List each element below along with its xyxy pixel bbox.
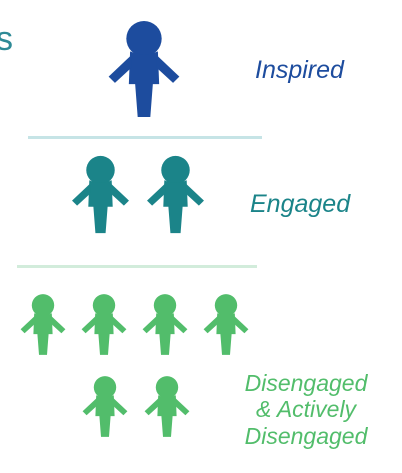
person-icon: [142, 294, 188, 355]
person-icon: [203, 294, 249, 355]
heading-fragment: s: [0, 20, 13, 58]
person-icon: [147, 155, 204, 234]
person-icon: [144, 376, 190, 437]
tier-label-line: Disengaged: [244, 422, 368, 449]
tier-label-disengaged: Disengaged & Actively Disengaged: [218, 370, 394, 449]
person-icon: [20, 294, 66, 355]
tier-label-line: & Actively: [255, 396, 357, 423]
divider-engaged-disengaged: [17, 265, 257, 268]
tier-label-line: Disengaged: [244, 370, 368, 396]
person-icon: [82, 376, 128, 437]
person-icon: [81, 294, 127, 355]
person-icon: [72, 155, 129, 234]
tier-label-inspired: Inspired: [255, 56, 344, 84]
tier-label-engaged: Engaged: [250, 190, 351, 218]
divider-inspired-engaged: [28, 136, 262, 139]
person-icon: [108, 21, 180, 117]
